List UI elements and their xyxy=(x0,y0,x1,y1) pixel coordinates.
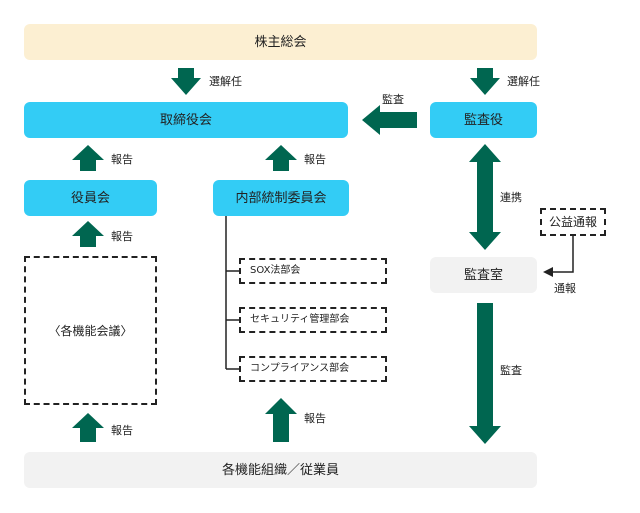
functional-meetings-box: 〈各機能会議〉 xyxy=(24,256,157,405)
security-subcommittee-box: セキュリティ管理部会 xyxy=(239,307,387,333)
arrow-shareholders-to-board xyxy=(171,68,201,95)
compliance-subcommittee-box: コンプライアンス部会 xyxy=(239,356,387,382)
label-report-functional: 報告 xyxy=(111,230,133,243)
committee-bracket-line xyxy=(225,216,239,370)
label-report-employees-left: 報告 xyxy=(111,424,133,437)
whistle-arrowhead xyxy=(543,267,553,277)
arrow-functional-to-officers xyxy=(72,221,104,247)
arrow-officers-to-board xyxy=(72,145,104,171)
label-audit-employees: 監査 xyxy=(500,364,522,377)
label-report-whistle: 通報 xyxy=(554,282,576,295)
whistle-connector-line xyxy=(552,236,574,273)
arrow-employees-to-functional xyxy=(72,413,104,442)
label-elect-auditor: 選解任 xyxy=(507,75,540,88)
arrow-employees-to-internal xyxy=(265,398,297,442)
audit-office-box: 監査室 xyxy=(430,257,537,293)
arrow-internal-to-board xyxy=(265,145,297,171)
shareholders-meeting-box: 株主総会 xyxy=(24,24,537,60)
sox-subcommittee-box: SOX法部会 xyxy=(239,258,387,284)
label-elect-board: 選解任 xyxy=(209,75,242,88)
arrow-auditor-audit-office xyxy=(469,144,501,250)
label-report-internal: 報告 xyxy=(304,153,326,166)
auditor-box: 監査役 xyxy=(430,102,537,138)
label-audit-board: 監査 xyxy=(382,93,404,106)
arrow-auditor-to-board xyxy=(362,105,417,135)
internal-control-committee-box: 内部統制委員会 xyxy=(213,180,349,216)
label-report-employees-mid: 報告 xyxy=(304,412,326,425)
label-coordination: 連携 xyxy=(500,191,522,204)
whistleblowing-box: 公益通報 xyxy=(540,208,606,236)
arrow-audit-office-to-employees xyxy=(469,303,501,444)
arrow-shareholders-to-auditor xyxy=(470,68,500,95)
board-of-directors-box: 取締役会 xyxy=(24,102,348,138)
officers-meeting-box: 役員会 xyxy=(24,180,157,216)
label-report-officers: 報告 xyxy=(111,153,133,166)
employees-box: 各機能組織／従業員 xyxy=(24,452,537,488)
